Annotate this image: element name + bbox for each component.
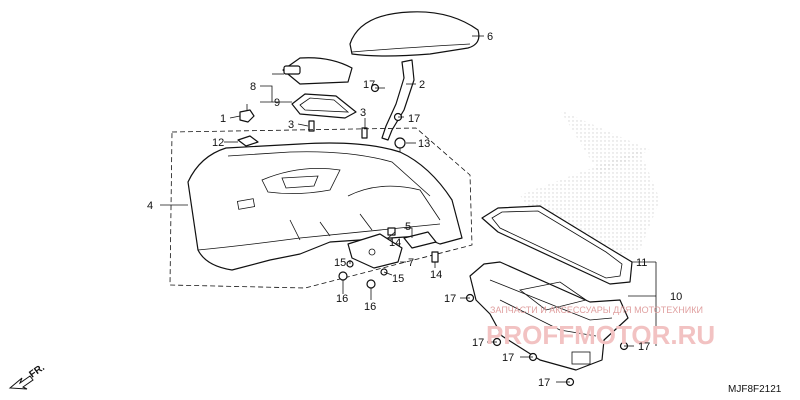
clip-part-1 <box>239 104 255 123</box>
leader-lines <box>160 35 657 383</box>
callout-4: 4 <box>147 200 153 212</box>
callout-14-a: 14 <box>389 237 401 249</box>
callout-3-center: 3 <box>360 107 366 119</box>
callout-15-b: 15 <box>392 273 404 285</box>
front-direction-arrow-icon <box>8 375 34 390</box>
callout-17-box-b: 17 <box>472 337 484 349</box>
callout-16-b: 16 <box>364 301 376 313</box>
callout-7: 7 <box>408 257 414 269</box>
callout-9: 9 <box>274 97 280 109</box>
reference-box-part-4 <box>169 127 473 289</box>
gasket-part-9 <box>291 93 357 119</box>
callout-15-a: 15 <box>334 257 346 269</box>
callout-10: 10 <box>670 291 682 303</box>
bracket-part-7 <box>347 233 403 269</box>
callout-1: 1 <box>220 113 226 125</box>
callout-3-left: 3 <box>288 119 294 131</box>
stay-part-2 <box>381 59 415 141</box>
watermark-logo: PROFFMOTOR.RU <box>486 320 715 350</box>
bolt-part-13 <box>394 137 406 156</box>
callout-8: 8 <box>250 81 256 93</box>
callout-17-box-d: 17 <box>638 341 650 353</box>
watermark-tagline: ЗАПЧАСТИ И АКСЕССУАРЫ ДЛЯ МОТОТЕХНИКИ <box>490 305 703 315</box>
callout-11: 11 <box>636 257 647 269</box>
screw-part-16-a <box>338 271 348 288</box>
clip-part-14-a <box>387 227 396 236</box>
callout-6: 6 <box>487 31 493 43</box>
figure-code: MJF8F2121 <box>728 384 782 395</box>
callout-17-top-b: 17 <box>408 113 420 125</box>
callout-12: 12 <box>212 137 224 149</box>
lid-part-8 <box>282 57 353 85</box>
callout-5: 5 <box>405 221 411 233</box>
callout-17-box-a: 17 <box>444 293 456 305</box>
seat-cover-part-6 <box>349 11 480 57</box>
callout-16-a: 16 <box>336 293 348 305</box>
callout-17-top-a: 17 <box>363 79 375 91</box>
screw-part-16-b <box>366 279 376 296</box>
bolt-part-3-center <box>361 127 368 139</box>
bolt-part-3-left <box>308 120 315 132</box>
callout-17-box-c: 17 <box>502 352 514 364</box>
clip-part-14-b <box>431 251 439 263</box>
rear-cowl-part-4 <box>187 142 463 271</box>
grommet-part-12 <box>237 135 259 147</box>
callout-17-box-e: 17 <box>538 377 550 389</box>
callout-2: 2 <box>419 79 425 91</box>
callout-13: 13 <box>418 138 430 150</box>
callout-14-b: 14 <box>430 269 442 281</box>
storage-box-part-10 <box>469 261 629 371</box>
